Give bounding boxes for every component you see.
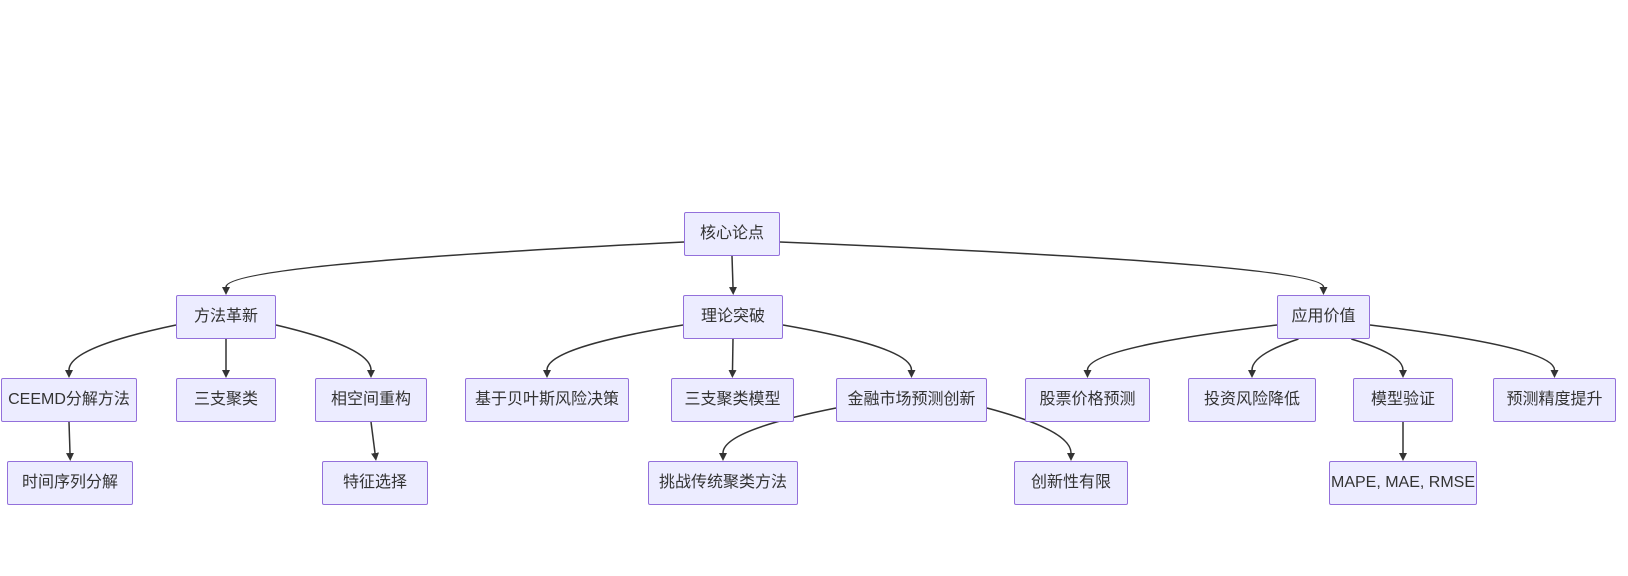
node-metrics: MAPE, MAE, RMSE [1329, 461, 1477, 505]
node-stock-prediction: 股票价格预测 [1025, 378, 1150, 422]
edge-market-innovation-to-limited-innovation [986, 407, 1075, 461]
edge-theory-to-market-innovation [782, 324, 916, 378]
edge-application-to-stock-prediction [1083, 324, 1278, 378]
node-model-validation: 模型验证 [1353, 378, 1453, 422]
node-time-series-decomp: 时间序列分解 [7, 461, 133, 505]
edge-ceemd-to-time-series-decomp [66, 421, 74, 461]
edge-application-to-model-validation [1351, 338, 1407, 378]
node-accuracy-improvement: 预测精度提升 [1493, 378, 1616, 422]
node-challenge-clustering: 挑战传统聚类方法 [648, 461, 798, 505]
edge-method-to-phase-space [275, 324, 375, 378]
node-risk-reduction: 投资风险降低 [1188, 378, 1316, 422]
node-three-way-model: 三支聚类模型 [671, 378, 794, 422]
node-theory: 理论突破 [683, 295, 783, 339]
node-feature-selection: 特征选择 [322, 461, 428, 505]
edge-theory-to-bayes-risk [543, 324, 684, 378]
edge-market-innovation-to-challenge-clustering [719, 407, 837, 461]
node-limited-innovation: 创新性有限 [1014, 461, 1128, 505]
node-root: 核心论点 [684, 212, 780, 256]
node-market-innovation: 金融市场预测创新 [836, 378, 987, 422]
node-three-way-clustering: 三支聚类 [176, 378, 276, 422]
edge-application-to-risk-reduction [1248, 338, 1299, 378]
node-phase-space: 相空间重构 [315, 378, 427, 422]
node-application: 应用价值 [1277, 295, 1370, 339]
edge-root-to-theory [729, 255, 737, 295]
node-method: 方法革新 [176, 295, 276, 339]
node-ceemd: CEEMD分解方法 [1, 378, 137, 422]
edge-theory-to-three-way-model [728, 338, 737, 378]
edge-root-to-application [779, 241, 1328, 295]
edge-method-to-ceemd [65, 324, 177, 378]
edge-root-to-method [222, 241, 685, 295]
node-bayes-risk: 基于贝叶斯风险决策 [465, 378, 629, 422]
edge-application-to-accuracy-improvement [1369, 324, 1559, 378]
edge-phase-space-to-feature-selection [370, 421, 379, 461]
